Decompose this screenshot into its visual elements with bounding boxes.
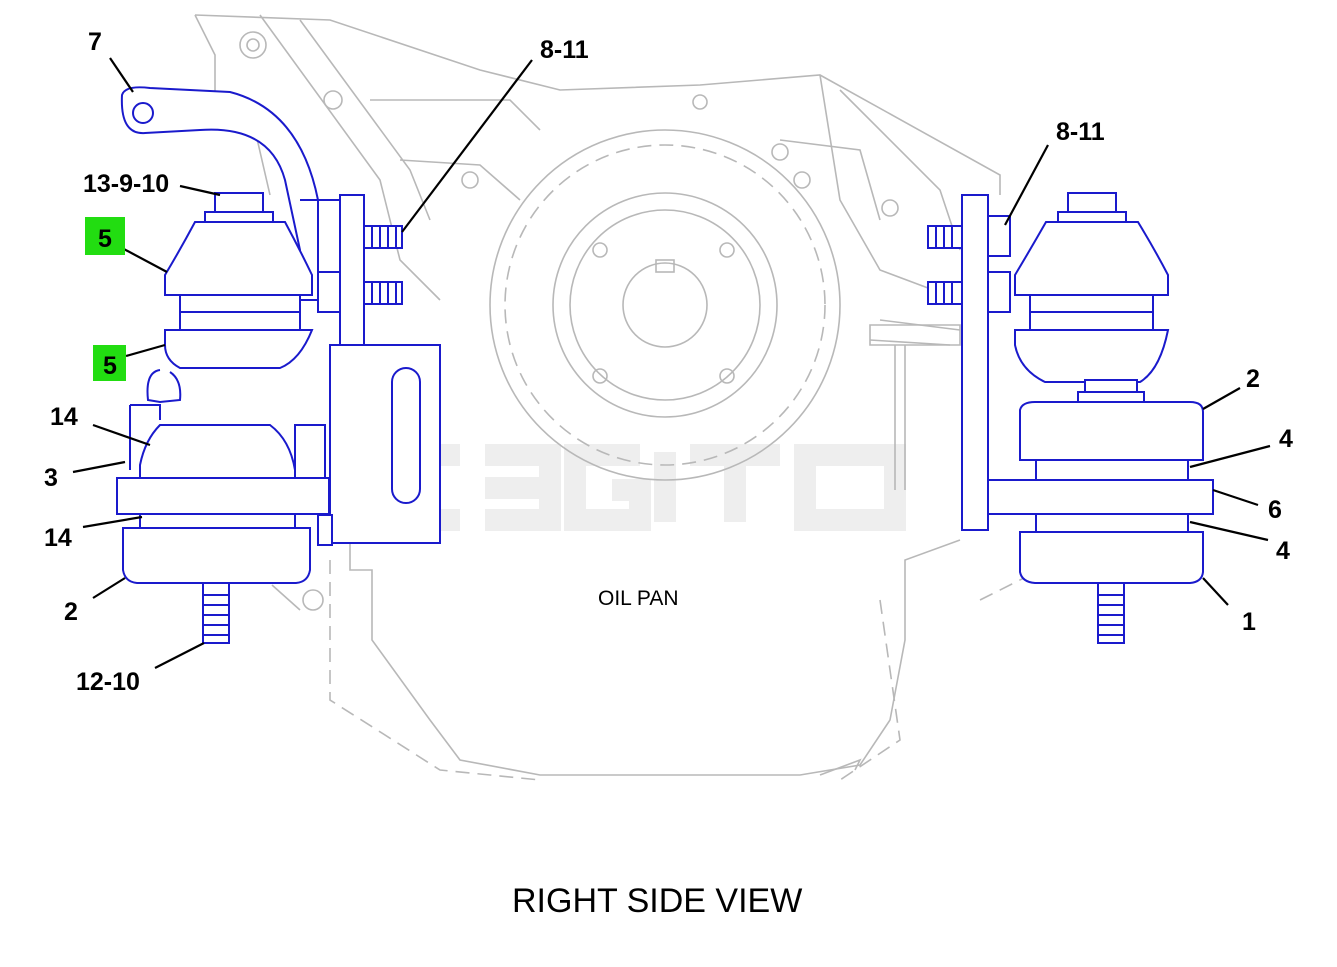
callout-14-lower: 14 [44,524,72,552]
mount-plate-left [116,477,330,515]
upper-rubber-cushion [164,221,313,296]
bracket-box [329,344,441,544]
top-washer [204,211,274,223]
lower-cushion-upper [139,424,296,479]
upper-rubber-right [1014,221,1169,296]
callout-labels: 7 8-11 8-11 13-9-10 5 5 14 3 14 2 12-10 … [44,28,1293,920]
callout-5-upper: 5 [98,225,112,253]
nut-right-upper [987,215,1011,257]
rubber-pad-4-upper [1035,459,1189,481]
engine-block-outline [194,14,1031,781]
top-washer-right [1057,211,1127,223]
callout-4-upper: 4 [1279,425,1293,453]
bolt-upper-left [363,225,403,249]
callout-12-10: 12-10 [76,668,140,696]
nut-right-lower [987,271,1011,313]
small-bracket [869,324,961,490]
top-bolt-head [214,192,264,214]
mount-plate-right [987,479,1214,515]
bracket-slot [391,367,421,504]
oil-pan-label: OIL PAN [598,587,679,610]
watermark [364,444,906,531]
upper-cup-right [1019,401,1204,461]
callout-3: 3 [44,464,58,492]
bracket-nub [317,514,333,546]
lower-cushion-lower [139,513,296,529]
vertical-bracket-plate-right [961,194,989,531]
left-mount-assembly [116,86,441,644]
side-plate [294,424,326,481]
callout-1: 1 [1242,608,1256,636]
vertical-bracket-plate [339,194,365,346]
top-bolt-head-right [1067,192,1117,214]
nut-left [317,271,341,313]
base-cup-right [1019,531,1204,584]
callout-14-upper: 14 [50,403,78,431]
base-cup-left [122,527,311,584]
view-caption: RIGHT SIDE VIEW [512,882,802,920]
lifting-eye-hole [132,102,154,124]
stud-left [202,582,230,644]
callout-8-11-right: 8-11 [1056,118,1105,146]
stud-right [1097,582,1125,644]
callout-2-left: 2 [64,598,78,626]
bolt-lower-left [363,281,403,305]
highlight-5-lower [93,345,126,381]
hook-clip [146,369,182,404]
washer-right [1077,391,1145,403]
right-mount-assembly [927,192,1214,644]
lower-rubber-cushion [164,329,314,369]
callout-4-lower: 4 [1276,537,1290,565]
rubber-pad-4-lower [1035,513,1189,533]
callout-5-lower: 5 [103,352,117,380]
lower-rubber-right [1014,329,1170,383]
callout-6: 6 [1268,496,1282,524]
callout-13-9-10: 13-9-10 [83,170,169,198]
callout-2-right: 2 [1246,365,1260,393]
callout-7: 7 [88,28,102,56]
highlight-5-upper [85,217,125,255]
callout-8-11-left: 8-11 [540,36,589,64]
leader-lines [72,57,1271,669]
